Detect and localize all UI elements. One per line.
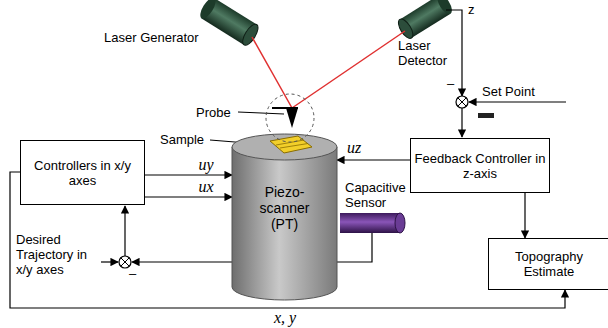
cylinder-top	[232, 134, 337, 160]
leader-line	[238, 112, 284, 114]
error-line	[124, 206, 125, 256]
part-label: Sample	[160, 132, 210, 147]
node-text: Piezo-scanner (PT)	[254, 184, 316, 232]
z-signal-line	[446, 10, 462, 96]
node-text-group: Feedback Controller in z-axis	[411, 151, 549, 181]
laser-beam	[252, 37, 292, 108]
set-point-line	[469, 101, 566, 102]
sign-label: –	[447, 76, 459, 91]
cylinder-body	[232, 147, 337, 300]
photodiode	[478, 113, 494, 118]
signal-arrow	[524, 193, 525, 238]
piezo-scanner: Piezo-scanner (PT)	[232, 134, 337, 300]
part-label: Laser Detector	[398, 38, 454, 68]
laser-generator	[197, 0, 261, 48]
probe-tip	[286, 108, 298, 128]
signal-arrow	[145, 196, 232, 197]
error-line	[461, 108, 462, 137]
sign-label: –	[129, 266, 141, 281]
junction-cross	[121, 258, 129, 266]
laser-detector	[396, 0, 455, 41]
cantilever	[272, 107, 298, 109]
node-text-group: Controllers in x/y axes	[21, 158, 144, 188]
signal-arrow	[145, 174, 232, 175]
part-label: Laser Generator	[104, 30, 214, 45]
signal-name: z	[468, 2, 482, 17]
node-text-group: Piezo-scanner (PT)	[254, 184, 316, 232]
node-text: Feedback Controller in z-axis	[411, 151, 549, 181]
signal-name: Set Point	[482, 84, 562, 99]
signal-name: ux	[197, 179, 216, 195]
signal-name: uz	[345, 140, 363, 156]
trajectory-line	[101, 261, 118, 262]
controller-box: Feedback Controller in z-axis	[410, 138, 550, 193]
summing-junction	[456, 96, 468, 108]
node-text: Controllers in x/y axes	[21, 158, 144, 188]
part-label: Probe	[196, 105, 238, 120]
signal-name: uy	[197, 157, 216, 173]
node-text: Topography Estimate	[489, 249, 608, 279]
input-label: Desired Trajectory in x/y axes	[16, 232, 102, 277]
junction-cross	[458, 98, 466, 106]
node-text-group: Topography Estimate	[489, 249, 608, 279]
estimator-box: Topography Estimate	[488, 238, 608, 290]
part-label: Capacitive Sensor	[345, 180, 409, 210]
signal-name: x, y	[272, 310, 298, 326]
reflected-beam	[292, 31, 405, 108]
controller-box: Controllers in x/y axes	[20, 140, 145, 205]
capacitive-sensor	[340, 213, 405, 233]
signal-arrow	[337, 159, 410, 160]
